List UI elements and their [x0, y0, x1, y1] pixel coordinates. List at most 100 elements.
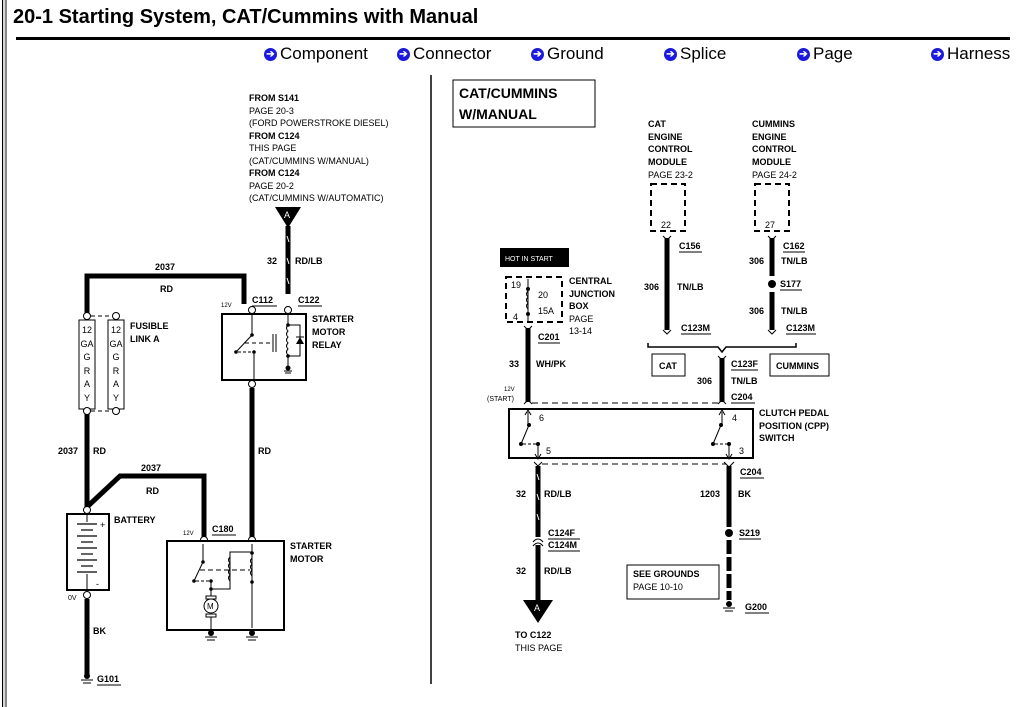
splice-s219-dot [725, 529, 733, 537]
motor-conn: C180 [212, 524, 234, 534]
cummins-ecm-label: CONTROL [752, 144, 797, 154]
nav-label: Harness [947, 44, 1011, 63]
motor-voltage: 12V [183, 531, 194, 537]
cat-tag: CAT [659, 361, 677, 371]
wire-circuit: 32 [516, 566, 526, 576]
nav-harness[interactable]: ➔Harness [931, 44, 1010, 64]
nav-label: Component [280, 44, 368, 63]
cjb-pin: 4 [513, 312, 518, 322]
splice-s177: S177 [780, 279, 801, 289]
fusible-color-letter: R [113, 366, 120, 376]
connector-a-triangle[interactable] [275, 207, 301, 228]
from-ref-page: THIS PAGE [249, 143, 296, 153]
wire-color: TN/LB [781, 256, 808, 266]
battery-voltage: 0V [68, 595, 77, 602]
fusible-ga: GA [109, 339, 122, 349]
arrow-circle-icon: ➔ [797, 47, 810, 61]
battery-plus: + [100, 520, 105, 530]
battery-label: BATTERY [114, 515, 156, 525]
fusible-color-letter: Y [113, 393, 119, 403]
cpp-pin: 3 [739, 446, 744, 456]
to-ref-title: TO C122 [515, 630, 551, 640]
fusible-color-letter: A [84, 379, 90, 389]
wire-2037-starter[interactable] [86, 473, 207, 537]
nav-label: Page [813, 44, 853, 63]
nav-label: Ground [547, 44, 604, 63]
arrow-circle-icon: ➔ [264, 47, 277, 61]
from-ref-title: FROM C124 [249, 168, 300, 178]
from-ref-title: FROM S141 [249, 93, 299, 103]
from-ref-note: (FORD POWERSTROKE DIESEL) [249, 118, 389, 128]
nav-label: Splice [680, 44, 727, 63]
cjb-page: PAGE [569, 314, 593, 324]
fusible-color-letter: Y [84, 393, 90, 403]
variant-bracket [647, 343, 797, 354]
connector-a-label: A [284, 210, 290, 220]
cjb-label: BOX [569, 301, 589, 311]
wire-circuit: 306 [644, 282, 659, 292]
cat-ecm-label: CAT [648, 119, 666, 129]
cummins-tag-box [769, 353, 830, 377]
conn-c124m: C124M [548, 540, 577, 550]
nav-connector[interactable]: ➔Connector [397, 44, 491, 64]
conn-c156: C156 [679, 241, 701, 251]
wire-color: RD/LB [544, 566, 572, 576]
arrow-circle-icon: ➔ [931, 47, 944, 61]
window-frame-edge [2, 0, 7, 707]
starter-motor-relay [221, 306, 307, 388]
cummins-ecm-pin: 27 [765, 220, 775, 230]
cat-ecm-page: PAGE 23-2 [648, 170, 693, 180]
cat-tag-box [651, 353, 686, 377]
cat-ecm-pin: 22 [661, 220, 671, 230]
wire-2037-top[interactable] [84, 273, 247, 318]
from-ref-page: PAGE 20-2 [249, 181, 294, 191]
cpp-label: POSITION (CPP) [759, 421, 829, 431]
wire-color: RD [160, 284, 173, 294]
relay-conn-left: C112 [252, 295, 273, 305]
wire-color: BK [93, 626, 106, 636]
cat-ecm-label: ENGINE [648, 132, 683, 142]
arrow-circle-icon: ➔ [664, 47, 677, 61]
wire-color: WH/PK [536, 359, 566, 369]
wire-color: RD/LB [544, 489, 572, 499]
nav-page[interactable]: ➔Page [797, 44, 853, 64]
nav-component[interactable]: ➔Component [264, 44, 368, 64]
conn-c204: C204 [740, 467, 762, 477]
nav-ground[interactable]: ➔Ground [531, 44, 604, 64]
connector-c124-symbol [532, 538, 544, 543]
cjb-page: 13-14 [569, 326, 592, 336]
from-ref-note: (CAT/CUMMINS W/AUTOMATIC) [249, 193, 384, 203]
connector-a-triangle-out[interactable] [523, 600, 553, 623]
see-grounds-box[interactable] [626, 564, 720, 600]
starter-motor-label: STARTER [290, 541, 332, 551]
cpp-pin: 5 [546, 446, 551, 456]
from-ref-note: (CAT/CUMMINS W/MANUAL) [249, 156, 369, 166]
cjb-label: JUNCTION [569, 289, 615, 299]
cummins-ecm-page: PAGE 24-2 [752, 170, 797, 180]
variant-label: CAT/CUMMINS [459, 85, 558, 101]
fusible-link-a: 12 GA G R A Y 12 GA G R A Y [78, 312, 125, 415]
wire-circuit: 1203 [700, 489, 720, 499]
fuse-rating: 15A [538, 306, 554, 316]
fusible-color-letter: A [113, 379, 119, 389]
fusible-rating: 12 [111, 325, 121, 335]
cpp-pin: 4 [732, 413, 737, 423]
wire-color: TN/LB [781, 306, 808, 316]
wire-color: TN/LB [677, 282, 704, 292]
nav-splice[interactable]: ➔Splice [664, 44, 726, 64]
wire-color: RD [93, 446, 106, 456]
wire-circuit: 2037 [155, 262, 175, 272]
cummins-ecm-label: ENGINE [752, 132, 787, 142]
fusible-ga: GA [80, 339, 93, 349]
fusible-color-letter: G [112, 352, 119, 362]
nav-label: Connector [413, 44, 492, 63]
battery [66, 506, 110, 599]
see-grounds-title: SEE GROUNDS [633, 569, 700, 579]
arrow-circle-icon: ➔ [531, 47, 544, 61]
cummins-tag: CUMMINS [776, 361, 819, 371]
title-divider [16, 37, 1010, 40]
cummins-ecm-label: MODULE [752, 157, 791, 167]
cjb-pin: 19 [511, 280, 521, 290]
wire-circuit: 306 [749, 256, 764, 266]
